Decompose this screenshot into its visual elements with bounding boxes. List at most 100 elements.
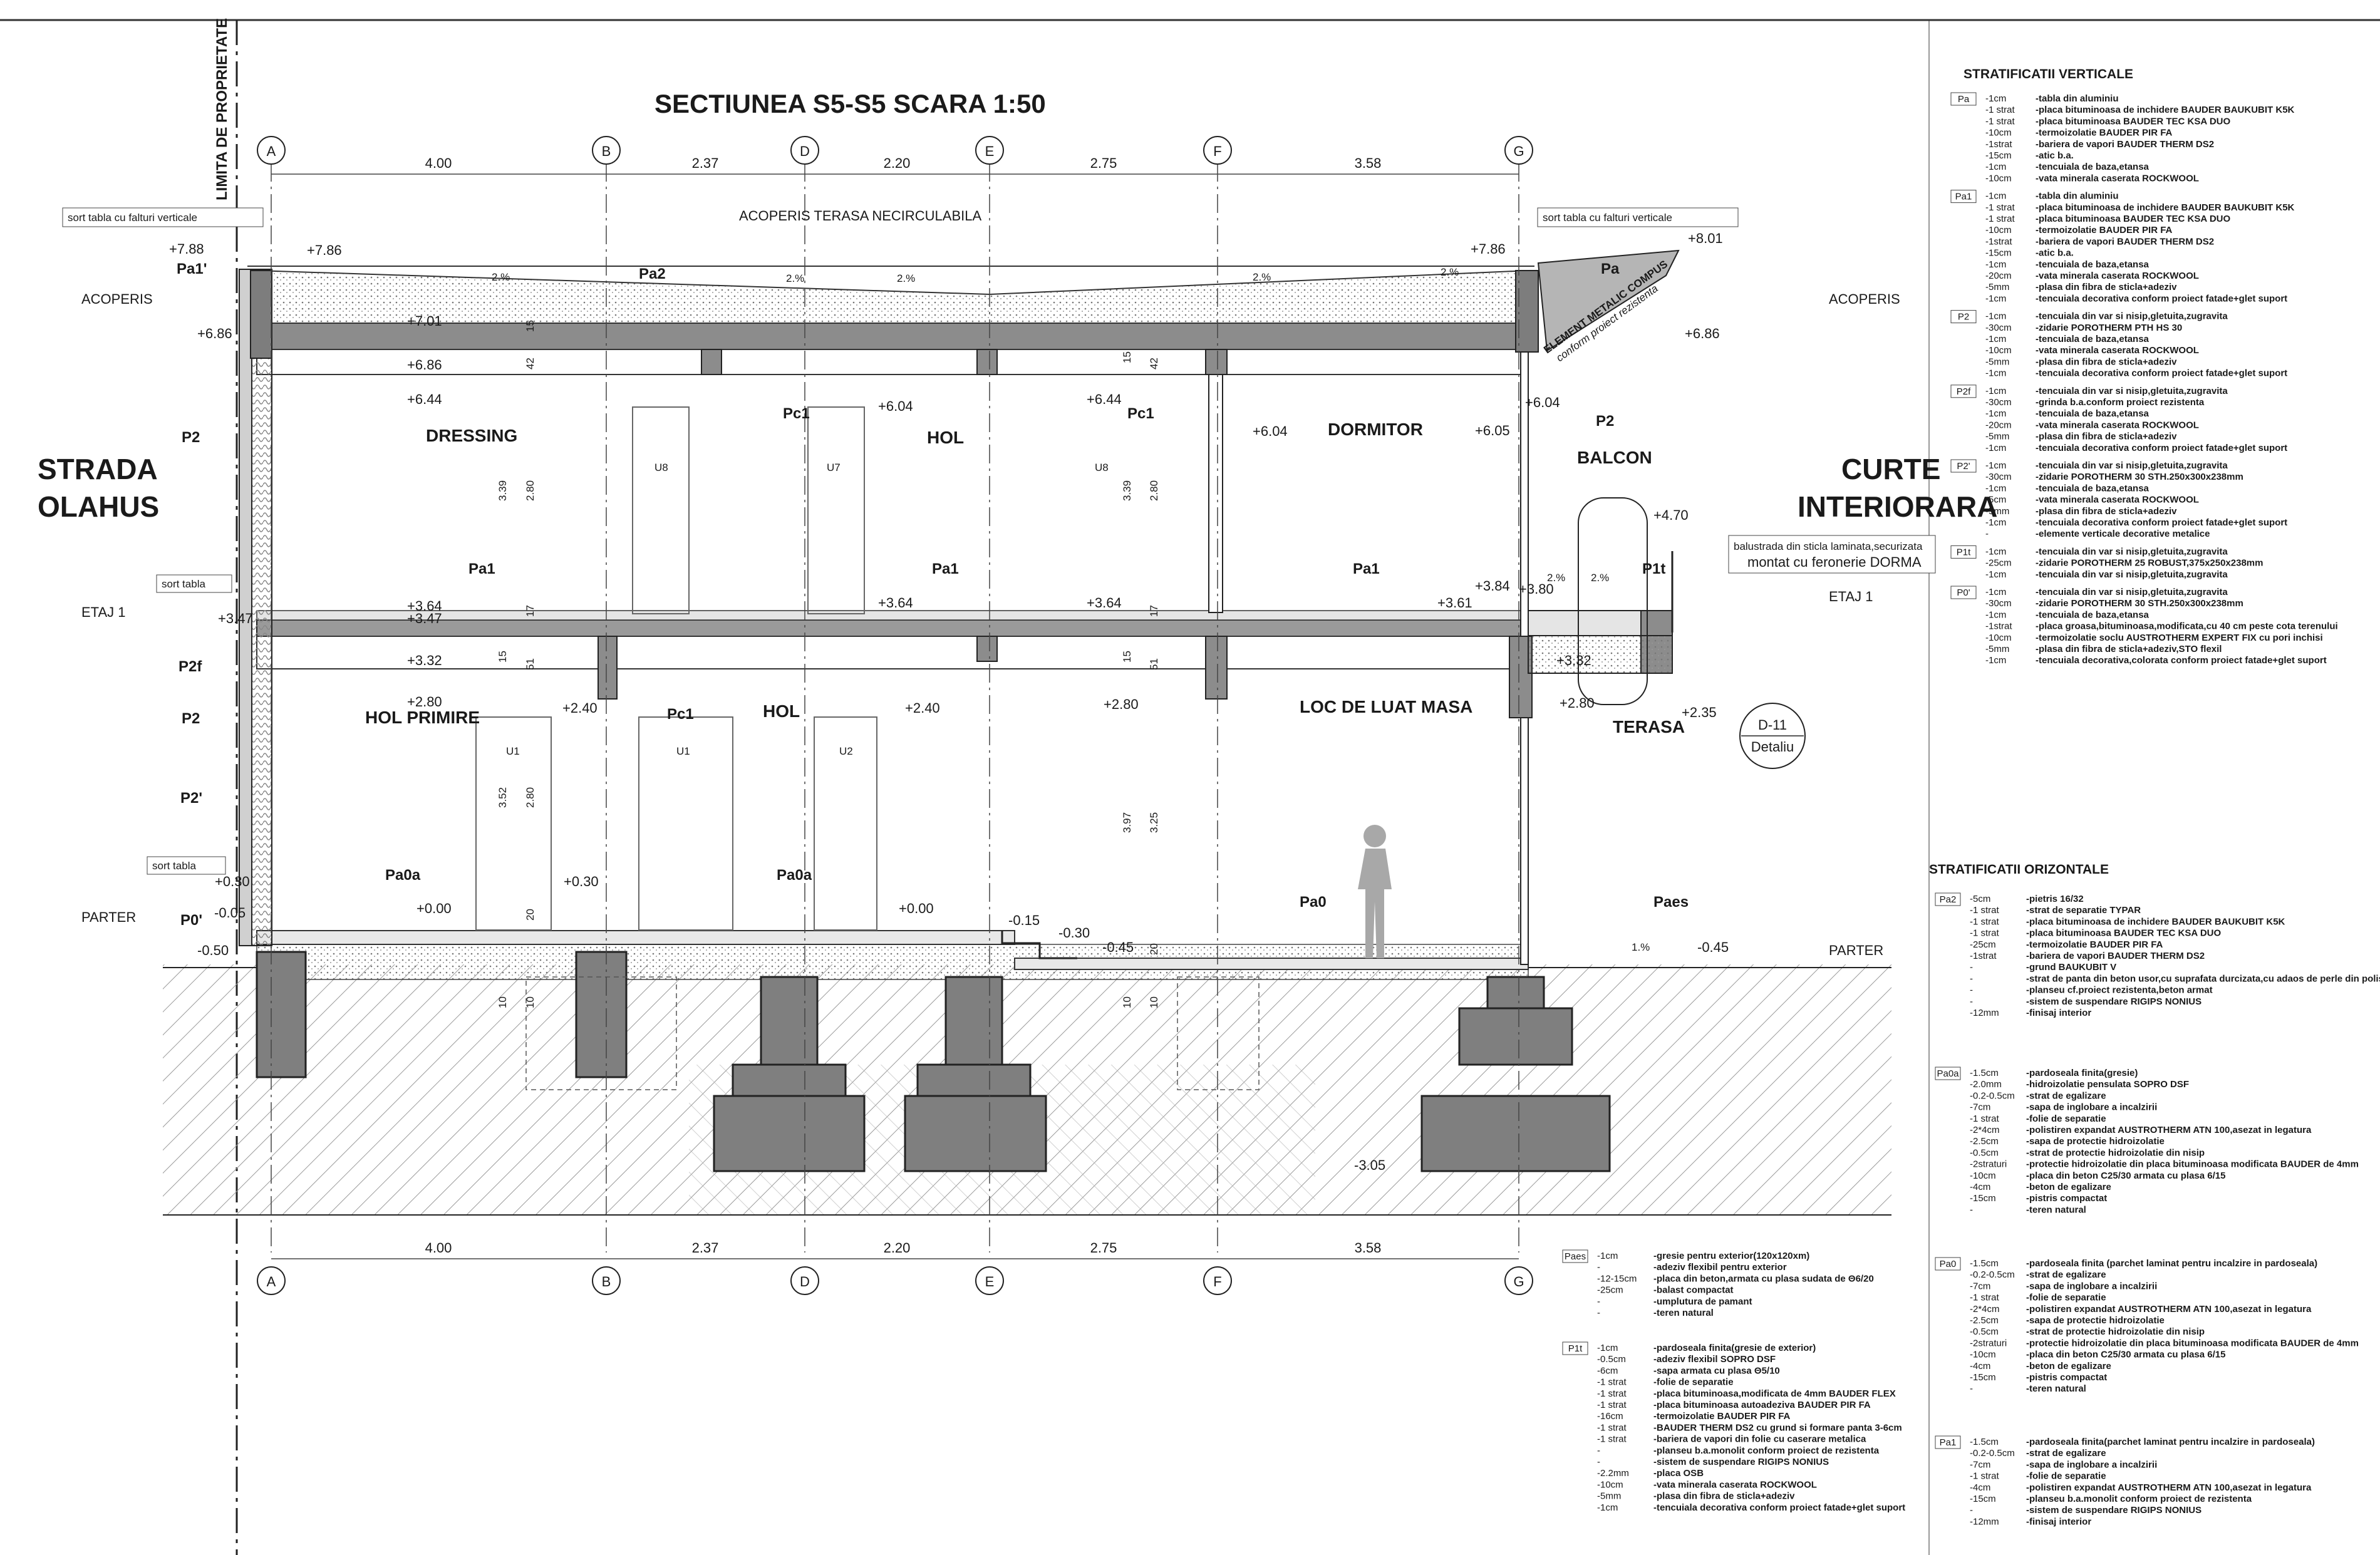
legend-vertical-group-code: P1t bbox=[1957, 547, 1971, 557]
legend-vertical-group-material: -atic b.a. bbox=[2036, 248, 2074, 259]
legend-horizontal-group-material: -sapa de inglobare a incalzirii bbox=[2026, 1102, 2157, 1113]
svg-text:Pc1: Pc1 bbox=[667, 706, 694, 723]
beam-first-b bbox=[598, 636, 618, 700]
svg-text:+0.00: +0.00 bbox=[416, 901, 452, 916]
legend-vertical-group-thickness: -1 strat bbox=[1985, 116, 2015, 127]
svg-text:E: E bbox=[985, 1274, 995, 1289]
legend-horizontal-group-material: -sistem de suspendare RIGIPS NONIUS bbox=[1653, 1457, 1829, 1467]
svg-text:10: 10 bbox=[1148, 996, 1160, 1008]
svg-text:Pa1: Pa1 bbox=[1353, 561, 1380, 577]
legend-horizontal-group-thickness: - bbox=[1970, 1505, 1973, 1516]
legend-horizontal-group-thickness: - bbox=[1597, 1457, 1600, 1467]
legend-horizontal-group-thickness: - bbox=[1597, 1308, 1600, 1318]
svg-text:2.%: 2.% bbox=[786, 272, 804, 284]
svg-text:3.52: 3.52 bbox=[497, 787, 509, 808]
legend-horizontal-group-material: -placa OSB bbox=[1653, 1468, 1704, 1479]
terrace-slab bbox=[1528, 635, 1673, 674]
legend-horizontal-group-code-box bbox=[1935, 1435, 1961, 1449]
svg-text:BALCON: BALCON bbox=[1577, 448, 1652, 467]
legend-vertical-group-thickness: -15cm bbox=[1985, 150, 2012, 161]
svg-text:2.37: 2.37 bbox=[692, 1240, 719, 1256]
legend-horizontal-group-material: -adeziv flexibil pentru exterior bbox=[1653, 1262, 1787, 1273]
svg-text:+6.04: +6.04 bbox=[1253, 423, 1288, 439]
legend-horizontal-group-code: Pa2 bbox=[1940, 894, 1957, 905]
beam-first-e bbox=[976, 636, 998, 662]
legend-vertical-group-thickness: -1 strat bbox=[1985, 214, 2015, 224]
svg-text:20: 20 bbox=[1148, 943, 1160, 955]
legend-vertical-group-code: Pa bbox=[1958, 94, 1970, 105]
svg-text:B: B bbox=[602, 1274, 611, 1289]
legend-vertical-group-thickness: -10cm bbox=[1985, 173, 2012, 183]
legend-vertical-group-thickness: -10cm bbox=[1985, 345, 2012, 356]
legend-horizontal-group-material: -vata minerala caserata ROCKWOOL bbox=[1653, 1479, 1817, 1490]
sort-left-box bbox=[62, 207, 264, 227]
svg-text:+3.64: +3.64 bbox=[878, 595, 913, 611]
svg-text:+2.40: +2.40 bbox=[562, 700, 598, 716]
level-parter-right: PARTER bbox=[1829, 943, 1883, 958]
legend-horizontal-group-material: -umplutura de pamant bbox=[1653, 1296, 1752, 1307]
legend-horizontal-group-material: -pardoseala finita(gresie de exterior) bbox=[1653, 1343, 1816, 1353]
beam-roof-b bbox=[701, 349, 722, 375]
svg-text:U1: U1 bbox=[676, 745, 690, 757]
legend-horizontal-group-material: -protectie hidroizolatie din placa bitum… bbox=[2026, 1159, 2359, 1170]
svg-text:+7.86: +7.86 bbox=[307, 242, 342, 258]
legend-vertical-group-material: -atic b.a. bbox=[2036, 150, 2074, 161]
svg-text:2.80: 2.80 bbox=[524, 480, 536, 501]
svg-text:HOL: HOL bbox=[763, 701, 800, 721]
legend-vertical-group-material: -vata minerala caserata ROCKWOOL bbox=[2036, 495, 2199, 505]
svg-text:+3.84: +3.84 bbox=[1475, 578, 1510, 594]
legend-horizontal-group-code: Pa0a bbox=[1937, 1068, 1959, 1079]
courtyard-label-2: INTERIORARA bbox=[1798, 490, 1997, 523]
legend-vertical-group-thickness: -1 strat bbox=[1985, 105, 2015, 115]
legend-horizontal-group-material: -strat de egalizare bbox=[2026, 1448, 2106, 1459]
legend-vertical-group-thickness: -20cm bbox=[1985, 420, 2012, 430]
legend-horizontal-group-material: -planseu b.a.monolit conform proiect de … bbox=[2026, 1494, 2252, 1504]
legend-vertical-group-material: -tencuiala din var si nisip,gletuita,zug… bbox=[2036, 569, 2228, 580]
svg-text:10: 10 bbox=[497, 996, 509, 1008]
balustrada-note-1: balustrada din sticla laminata,securizat… bbox=[1734, 540, 1923, 552]
legend-horizontal-group-material: -pietris 16/32 bbox=[2026, 894, 2084, 904]
legend-horizontal-group-thickness: - bbox=[1970, 973, 1973, 984]
svg-text:+7.86: +7.86 bbox=[1471, 241, 1506, 257]
legend-horizontal-group-thickness: -1 strat bbox=[1970, 916, 2000, 927]
legend-vertical-group-material: -plasa din fibra de sticla+adeziv bbox=[2036, 356, 2177, 367]
legend-vertical-group-code-box bbox=[1950, 190, 1977, 204]
legend-vertical-group-material: -tencuiala de baza,etansa bbox=[2036, 162, 2150, 172]
legend-vertical-group-material: -elemente verticale decorative metalice bbox=[2036, 529, 2210, 539]
legend-vertical-group-thickness: -1cm bbox=[1985, 191, 2006, 202]
svg-text:+0.30: +0.30 bbox=[564, 874, 599, 889]
sort-tabla-2: sort tabla bbox=[152, 860, 196, 872]
street-label-1: STRADA bbox=[38, 453, 158, 485]
wall-left-masonry bbox=[251, 269, 272, 946]
beam-roof-e bbox=[976, 349, 998, 375]
svg-text:U1: U1 bbox=[506, 745, 520, 757]
legend-vertical-group-material: -plasa din fibra de sticla+adeziv bbox=[2036, 431, 2177, 442]
legend-vertical-group-material: -vata minerala caserata ROCKWOOL bbox=[2036, 420, 2199, 430]
legend-vertical-group-code: Pa1 bbox=[1955, 192, 1972, 202]
legend-vertical-group-material: -tencuiala de baza,etansa bbox=[2036, 259, 2150, 270]
legend-horizontal-group-thickness: -25cm bbox=[1597, 1285, 1623, 1296]
legend-vertical-group-material: -tencuiala din var si nisip,gletuita,zug… bbox=[2036, 386, 2228, 396]
legend-horizontal-group-material: -teren natural bbox=[2026, 1383, 2086, 1394]
legend-horizontal-group-material: -placa bituminoasa de inchidere BAUDER B… bbox=[2026, 916, 2285, 927]
beam-roof-f bbox=[1205, 349, 1228, 375]
column-f-upper bbox=[1208, 374, 1223, 613]
legend-horizontal-group-material: -strat de protectie hidroizolatie din ni… bbox=[2026, 1326, 2205, 1337]
legend-horizontal-group-material: -placa din beton,armata cu plasa sudata … bbox=[1653, 1273, 1874, 1284]
ground-floor-slab-2 bbox=[1014, 958, 1529, 970]
svg-text:Pa0: Pa0 bbox=[1300, 894, 1327, 911]
beam-first-f bbox=[1205, 636, 1228, 700]
legend-vertical-group-code: P2 bbox=[1958, 312, 1969, 323]
legend-vertical-group: P1t-1cm-tencuiala din var si nisip,gletu… bbox=[1950, 545, 2263, 580]
legend-vertical-group-material: -tencuiala decorativa,colorata conform p… bbox=[2036, 655, 2327, 666]
legend-horizontal-group-thickness: -0.5cm bbox=[1970, 1147, 1999, 1158]
legend-vertical-group-thickness: -1strat bbox=[1985, 621, 2012, 632]
legend-horizontal-group-thickness: -2.5cm bbox=[1970, 1136, 1999, 1147]
legend-horizontal-group-thickness: -1 strat bbox=[1970, 1113, 2000, 1124]
detail-code: D-11 bbox=[1758, 717, 1787, 733]
svg-text:U2: U2 bbox=[839, 745, 853, 757]
svg-text:A: A bbox=[267, 143, 276, 159]
svg-text:+8.01: +8.01 bbox=[1688, 230, 1723, 246]
legend-horizontal-group-thickness: -2*4cm bbox=[1970, 1125, 2000, 1135]
legend-vertical-group-material: -grinda b.a.conform proiect rezistenta bbox=[2036, 397, 2205, 408]
